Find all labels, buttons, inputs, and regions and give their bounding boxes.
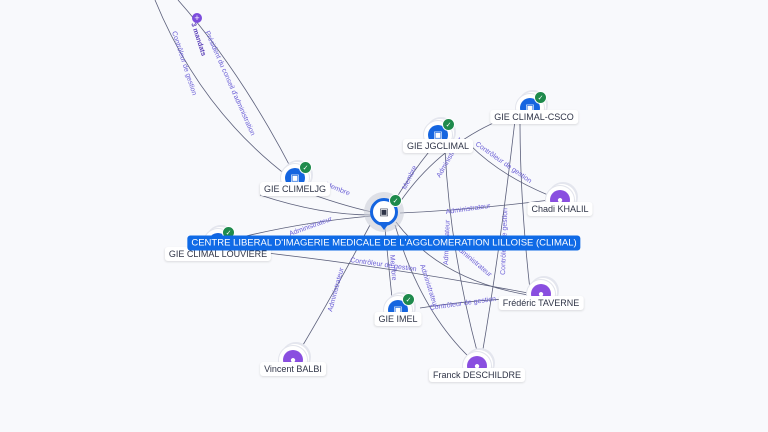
node-gie-imel[interactable]: ▣ ✓ GIE IMEL xyxy=(374,293,422,326)
main-company-pin[interactable]: ▣ ✓ xyxy=(364,192,404,232)
edge-label-admin-6: Administrateur xyxy=(327,266,346,312)
node-label: GIE CLIMAL-CSCO xyxy=(490,110,578,124)
node-label: Frédéric TAVERNE xyxy=(498,296,584,310)
main-company-label[interactable]: CENTRE LIBERAL D'IMAGERIE MEDICALE DE L'… xyxy=(187,235,581,251)
node-label: Vincent BALBI xyxy=(260,362,326,376)
node-gie-jgclimal[interactable]: ▣ ✓ GIE JGCLIMAL xyxy=(402,118,474,153)
edge-deschildre-jgclimal xyxy=(444,149,479,356)
node-gie-climeljg[interactable]: ▣ ✓ GIE CLIMELJG xyxy=(259,161,331,196)
verified-check-icon: ✓ xyxy=(389,194,402,207)
edge-climeljg-main-2 xyxy=(259,194,373,216)
verified-check-icon: ✓ xyxy=(442,118,455,131)
node-label: Chadi KHALIL xyxy=(527,202,593,216)
verified-check-icon: ✓ xyxy=(299,161,312,174)
verified-check-icon: ✓ xyxy=(534,91,547,104)
node-label: GIE CLIMELJG xyxy=(259,182,331,196)
node-vincent-balbi[interactable]: ● Vincent BALBI xyxy=(260,346,326,376)
node-frederic-taverne[interactable]: ● Frédéric TAVERNE xyxy=(498,280,584,310)
node-label: GIE CLIMAL LOUVIERE xyxy=(164,247,272,261)
edge-label-membre-2: Membre xyxy=(401,165,418,191)
building-icon: ▣ xyxy=(393,304,403,316)
edge-taverne-csco xyxy=(519,119,531,291)
verified-check-icon: ✓ xyxy=(402,293,415,306)
node-label: GIE JGCLIMAL xyxy=(402,139,474,153)
building-icon: ▣ xyxy=(290,172,300,184)
person-icon: ● xyxy=(289,354,297,366)
edge-label-admin-2: Administrateur xyxy=(445,203,491,216)
node-label: GIE IMEL xyxy=(374,312,422,326)
edge-label-controleur-5: Contrôleur de gestion xyxy=(429,296,496,312)
building-icon: ▣ xyxy=(433,129,443,141)
node-gie-climal-csco[interactable]: ▣ ✓ GIE CLIMAL-CSCO xyxy=(490,91,578,124)
person-icon: ● xyxy=(473,360,481,372)
edge-label-membre-3: Membre xyxy=(388,255,397,281)
person-icon: ● xyxy=(556,194,564,206)
edge-taverne-main xyxy=(395,221,529,296)
node-franck-deschildre[interactable]: ● Franck DESCHILDRE xyxy=(428,352,526,382)
edge-khalil-csco xyxy=(469,144,549,196)
mandates-badge[interactable]: + xyxy=(192,13,202,23)
node-label: Franck DESCHILDRE xyxy=(428,368,526,382)
person-icon: ● xyxy=(537,288,545,300)
edge-label-admin-4: Administrateur xyxy=(418,263,439,309)
edge-label-president: Président du conseil d'administration xyxy=(203,30,256,137)
edge-label-controleur-2: Contrôleur de gestion xyxy=(474,141,533,185)
building-icon: ▣ xyxy=(379,206,389,218)
edge-label-controleur-1: Contrôleur de gestion xyxy=(170,30,197,96)
building-icon: ▣ xyxy=(525,102,535,114)
edge-offscreen-climeljg-1 xyxy=(154,0,291,179)
node-chadi-khalil[interactable]: ● Chadi KHALIL xyxy=(527,186,593,216)
pin-tip xyxy=(378,222,390,230)
edge-imel-main xyxy=(384,227,393,299)
edge-taverne-louviere xyxy=(239,249,529,294)
